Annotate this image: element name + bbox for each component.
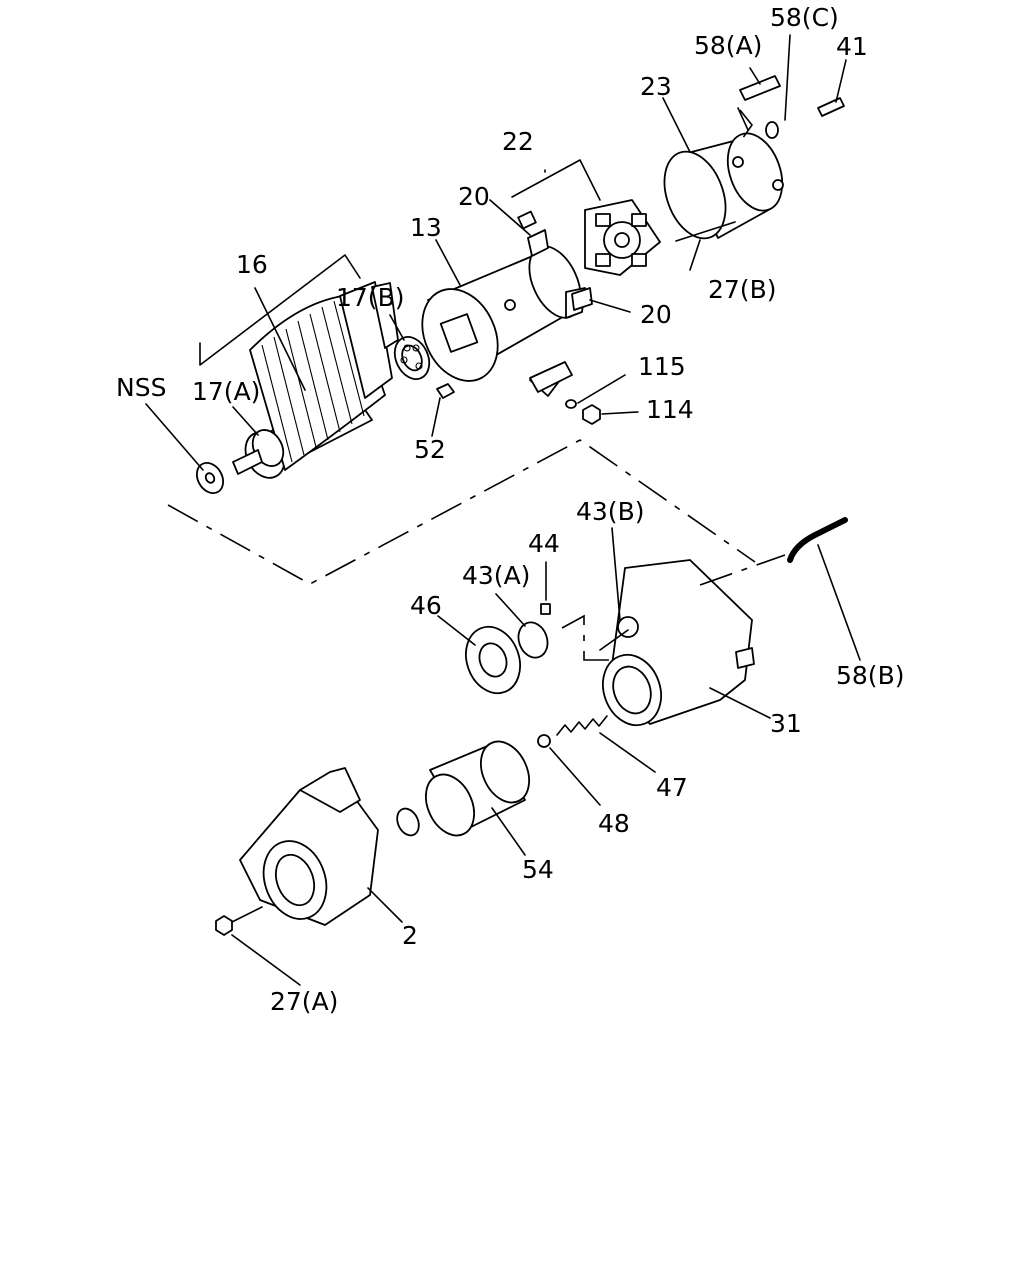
part-27b-bolt xyxy=(675,221,736,242)
part-114-nut xyxy=(582,404,601,425)
label-52: 52 xyxy=(414,435,446,464)
terminal-part xyxy=(529,361,573,393)
part-20-upper xyxy=(527,229,549,257)
part-41-screw xyxy=(817,97,845,117)
part-115-washer xyxy=(565,399,577,409)
label-43b: 43(B) xyxy=(576,497,644,526)
part-43a xyxy=(517,621,549,659)
label-41: 41 xyxy=(836,32,868,61)
label-27a: 27(A) xyxy=(270,987,338,1016)
label-58a: 58(A) xyxy=(694,31,762,60)
part-58b-hose xyxy=(787,517,848,563)
label-58b: 58(B) xyxy=(836,661,904,690)
part-20-lower xyxy=(571,287,593,311)
part-44 xyxy=(540,603,551,615)
part-58c xyxy=(765,121,779,139)
label-46: 46 xyxy=(410,591,442,620)
part-22-brush xyxy=(517,210,537,230)
part-48-ball xyxy=(537,734,551,748)
assembly-line-right xyxy=(699,554,786,586)
label-54: 54 xyxy=(522,855,554,884)
label-2: 2 xyxy=(402,921,418,950)
label-22: 22 xyxy=(502,127,534,156)
leader-lines xyxy=(145,34,861,986)
label-27b: 27(B) xyxy=(708,275,776,304)
label-115: 115 xyxy=(638,352,686,381)
part-27a-bolt xyxy=(215,906,263,936)
label-nss: NSS xyxy=(116,373,166,402)
label-31: 31 xyxy=(770,709,802,738)
label-20-lower: 20 xyxy=(640,300,672,329)
gear-46-part xyxy=(465,625,521,695)
assembly-line-cover xyxy=(739,109,754,143)
part-58a xyxy=(739,75,781,101)
bearing-17b-part xyxy=(393,336,431,380)
part-52 xyxy=(436,383,455,399)
label-44: 44 xyxy=(528,529,560,558)
brush-holder-22-part xyxy=(584,199,661,276)
end-cover-23-part xyxy=(663,132,784,240)
armature-part xyxy=(232,281,399,479)
label-48: 48 xyxy=(598,809,630,838)
label-58c: 58(C) xyxy=(770,3,839,32)
label-43a: 43(A) xyxy=(462,561,530,590)
assembly-line-left xyxy=(167,439,756,585)
assembly-line-gear xyxy=(561,614,610,661)
label-23: 23 xyxy=(640,72,672,101)
pinion-54-part xyxy=(396,740,530,837)
label-16: 16 xyxy=(236,250,268,279)
label-17a: 17(A) xyxy=(192,377,260,406)
front-housing-2-part xyxy=(239,767,379,926)
label-47: 47 xyxy=(656,773,688,802)
label-13: 13 xyxy=(410,213,442,242)
label-20-upper: 20 xyxy=(458,182,490,211)
part-47-spring xyxy=(556,715,608,736)
label-17b: 17(B) xyxy=(336,283,404,312)
housing-31-part xyxy=(599,559,755,727)
label-114: 114 xyxy=(646,395,694,424)
